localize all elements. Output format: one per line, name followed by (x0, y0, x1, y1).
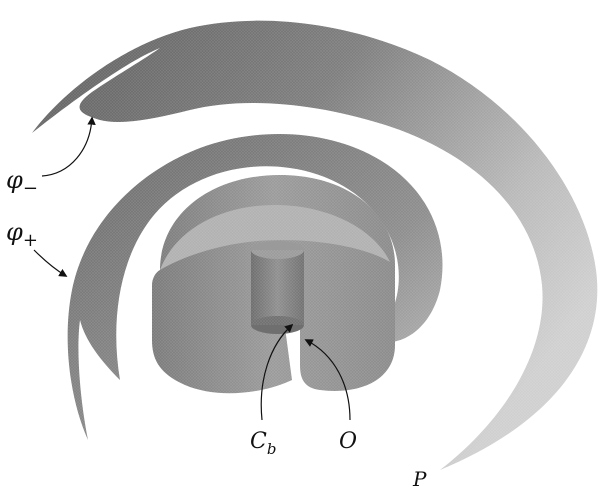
label-phi-minus: φ− (6, 166, 38, 199)
label-o: O (339, 429, 357, 454)
phi-minus-arrow (42, 118, 92, 176)
label-cb: Cb (250, 429, 276, 458)
phi-plus-arrow (34, 250, 66, 276)
center-cylinder (251, 241, 304, 334)
label-phi-plus: φ+ (6, 218, 38, 251)
label-p: P (412, 467, 427, 491)
